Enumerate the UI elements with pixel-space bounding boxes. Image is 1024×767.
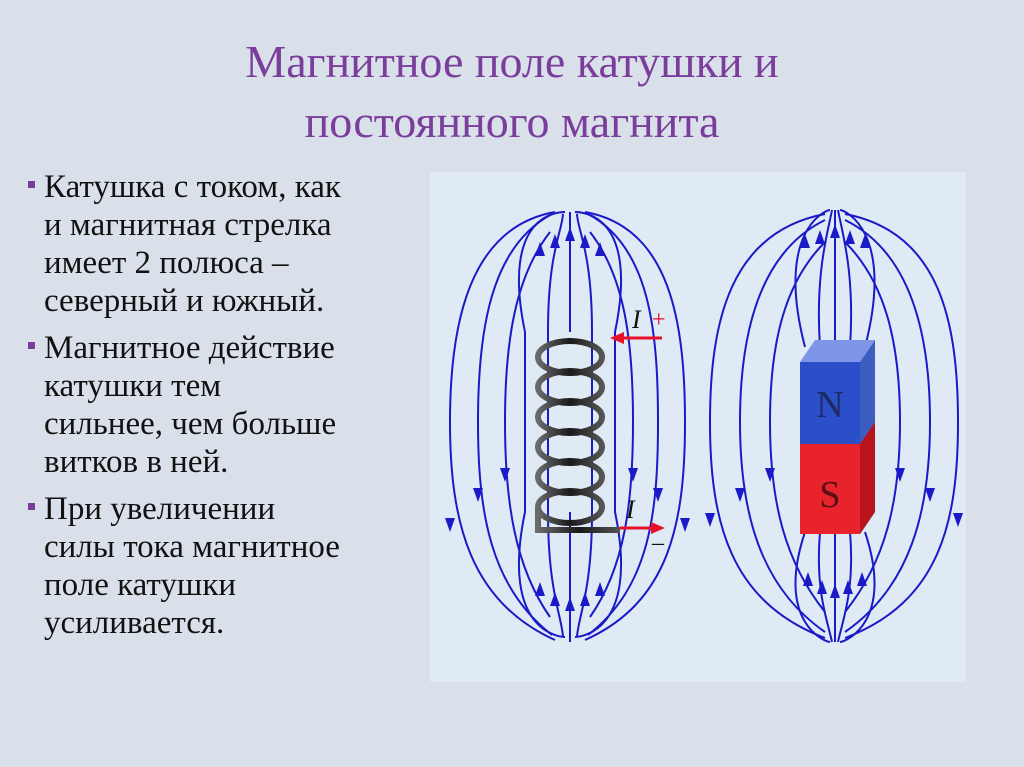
paragraph-turns: Магнитное действие катушки тем сильнее, … (28, 329, 428, 481)
magnet-field-arrows (705, 224, 963, 598)
paragraph-coil-poles: Катушка с током, как и магнитная стрелка… (28, 168, 428, 320)
text-line: катушки тем (44, 368, 222, 404)
text-line: Магнитное действие (44, 330, 335, 366)
body-text: Катушка с током, как и магнитная стрелка… (28, 168, 428, 651)
slide-title: Магнитное поле катушки и постоянного маг… (0, 32, 1024, 152)
text-line: витков в ней. (44, 444, 229, 480)
paragraph-current: При увеличении силы тока магнитное поле … (28, 490, 428, 642)
title-line-2: постоянного магнита (304, 96, 720, 147)
north-pole-label: N (816, 384, 843, 426)
current-label-top: I (631, 305, 642, 334)
minus-sign: – (651, 530, 665, 556)
text-line: Катушка с током, как (44, 169, 341, 205)
south-pole-label: S (819, 474, 840, 516)
text-line: поле катушки (44, 567, 237, 603)
text-line: силы тока магнитное (44, 529, 340, 565)
current-label-bottom: I (625, 495, 636, 524)
coil-icon (535, 338, 620, 533)
text-line: имеет 2 полюса – (44, 245, 289, 281)
text-line: При увеличении (44, 491, 276, 527)
text-line: сильнее, чем больше (44, 406, 337, 442)
current-arrows (610, 332, 665, 534)
field-lines-svg: I + I – (445, 209, 963, 643)
text-line: усиливается. (44, 605, 225, 641)
field-lines-figure: I + I – (430, 172, 966, 682)
magnet-field-lines (708, 209, 960, 643)
text-line: и магнитная стрелка (44, 207, 332, 243)
coil-field-lines (448, 211, 687, 642)
coil-field-arrows (445, 227, 690, 611)
bar-magnet-icon (800, 340, 875, 534)
bullet-marker (28, 503, 35, 510)
text-line: северный и южный. (44, 283, 325, 319)
title-line-1: Магнитное поле катушки и (245, 36, 779, 87)
bullet-marker (28, 342, 35, 349)
plus-sign: + (652, 307, 666, 333)
bullet-marker (28, 181, 35, 188)
